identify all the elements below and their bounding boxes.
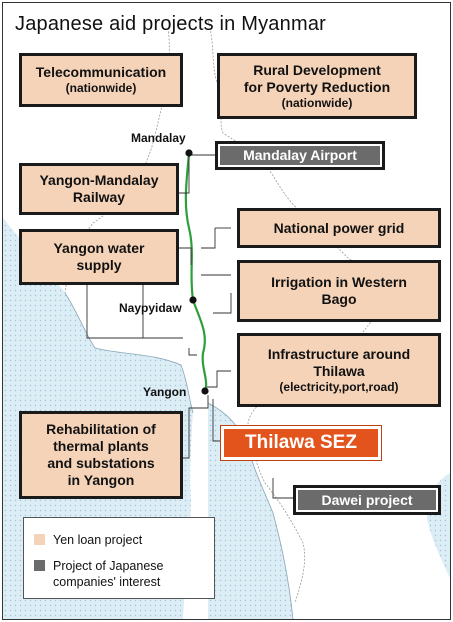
legend-label-japanese-interest: Project of Japanese companies' interest xyxy=(53,558,164,591)
project-thermal-line2: thermal plants xyxy=(53,438,149,455)
legend-swatch-yen-loan xyxy=(34,534,45,545)
legend-item-japanese-interest: Project of Japanese companies' interest xyxy=(34,558,164,591)
project-telecommunication-title: Telecommunication xyxy=(35,64,167,81)
city-label-yangon: Yangon xyxy=(143,385,187,399)
project-railway-line1: Yangon-Mandalay xyxy=(39,172,159,189)
project-irrigation-line2: Bago xyxy=(321,291,357,307)
map-title: Japanese aid projects in Myanmar xyxy=(15,13,326,35)
project-water-line1: Yangon water xyxy=(53,240,145,257)
project-telecommunication-scope: (nationwide) xyxy=(65,81,137,96)
project-rural-development: Rural Development for Poverty Reduction … xyxy=(217,53,417,119)
legend-item-yen-loan: Yen loan project xyxy=(34,532,142,548)
project-infra-line1: Infrastructure around xyxy=(267,346,411,362)
mandalay-marker xyxy=(185,149,193,157)
project-rural-development-line2: for Poverty Reduction xyxy=(243,78,391,95)
project-yangon-water-supply: Yangon water supply xyxy=(19,229,179,285)
naypyidaw-marker xyxy=(189,296,197,304)
project-irrigation-western-bago: Irrigation in Western Bago xyxy=(237,260,441,322)
myanmar-border xyxy=(207,20,382,604)
project-telecommunication: Telecommunication (nationwide) xyxy=(19,53,183,107)
project-power-grid-label: National power grid xyxy=(273,219,405,236)
project-thermal-line4: in Yangon xyxy=(67,471,135,488)
legend-label-japanese-interest-line2: companies' interest xyxy=(53,575,161,590)
project-mandalay-airport-label: Mandalay Airport xyxy=(243,147,357,164)
project-dawei: Dawei project xyxy=(293,485,441,515)
project-thermal-line3: and substations xyxy=(47,455,155,471)
leader-lines xyxy=(86,153,293,499)
city-label-naypyidaw: Naypyidaw xyxy=(119,301,182,315)
project-mandalay-airport: Mandalay Airport xyxy=(215,141,385,170)
project-infra-line2: Thilawa xyxy=(313,362,365,379)
project-thermal-plants-rehabilitation: Rehabilitation of thermal plants and sub… xyxy=(19,411,183,499)
legend-label-yen-loan: Yen loan project xyxy=(53,533,143,547)
city-label-mandalay: Mandalay xyxy=(131,131,186,145)
project-thermal-line1: Rehabilitation of xyxy=(46,421,156,438)
legend-label-japanese-interest-line1: Project of Japanese xyxy=(53,559,164,573)
legend-swatch-japanese-interest xyxy=(34,560,45,571)
coastline xyxy=(64,292,294,619)
project-railway-line2: Railway xyxy=(72,189,126,205)
project-yangon-mandalay-railway: Yangon-Mandalay Railway xyxy=(19,163,179,215)
project-thilawa-label: Thilawa SEZ xyxy=(245,431,357,453)
project-dawei-label: Dawei project xyxy=(321,491,413,508)
project-national-power-grid: National power grid xyxy=(237,208,441,248)
project-irrigation-line1: Irrigation in Western xyxy=(271,274,407,291)
project-water-line2: supply xyxy=(76,257,122,273)
yangon-marker xyxy=(201,387,209,395)
project-rural-development-scope: (nationwide) xyxy=(281,95,353,110)
project-thilawa-sez: Thilawa SEZ xyxy=(220,425,382,461)
project-rural-development-line1: Rural Development xyxy=(253,62,381,78)
legend: Yen loan project Project of Japanese com… xyxy=(23,517,215,599)
project-infra-scope: (electricity,port,road) xyxy=(279,379,399,394)
project-infrastructure-thilawa: Infrastructure around Thilawa (electrici… xyxy=(237,333,441,407)
city-markers xyxy=(185,149,209,395)
